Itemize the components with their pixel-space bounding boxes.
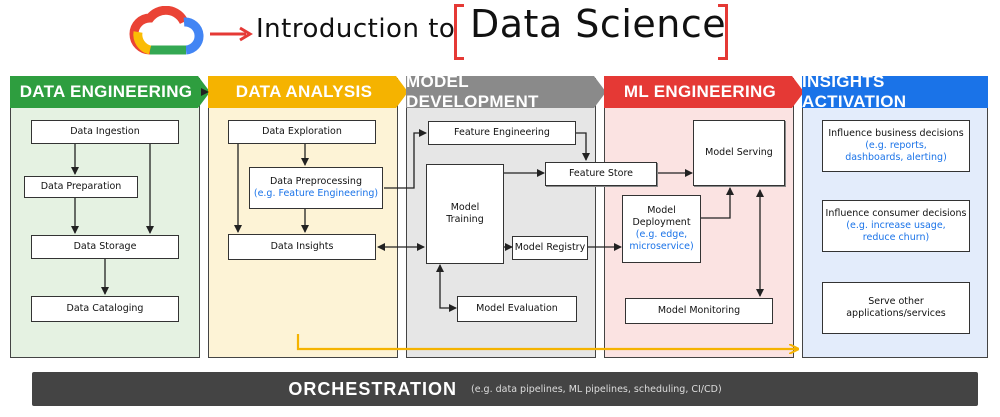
- box-model-registry: Model Registry: [512, 236, 588, 260]
- box-data-exploration: Data Exploration: [228, 120, 376, 144]
- header-model-development: MODEL DEVELOPMENT: [406, 76, 606, 108]
- title-prefix: Introduction to: [256, 14, 456, 44]
- box-model-training: Model Training: [426, 164, 504, 264]
- box-model-serving: Model Serving: [693, 120, 785, 186]
- box-data-insights: Data Insights: [228, 234, 376, 260]
- box-model-deployment: Model Deployment (e.g. edge, microservic…: [622, 195, 701, 263]
- header-ml-engineering: ML ENGINEERING: [604, 76, 804, 108]
- google-cloud-logo-icon: [129, 6, 204, 55]
- box-influence-business: Influence business decisions (e.g. repor…: [822, 120, 970, 172]
- preprocessing-note: (e.g. Feature Engineering): [253, 188, 379, 199]
- box-data-cataloging: Data Cataloging: [31, 296, 179, 322]
- title-arrow-icon: [210, 26, 253, 42]
- orchestration-note: (e.g. data pipelines, ML pipelines, sche…: [470, 383, 722, 395]
- title-emphasis: Data Science: [470, 2, 727, 46]
- box-feature-engineering: Feature Engineering: [428, 121, 576, 145]
- box-data-ingestion: Data Ingestion: [31, 120, 179, 144]
- box-model-evaluation: Model Evaluation: [457, 296, 577, 322]
- box-influence-consumer: Influence consumer decisions (e.g. incre…: [822, 200, 970, 252]
- header-insights-activation: INSIGHTS ACTIVATION: [802, 72, 988, 111]
- title-bracket-left: [454, 4, 464, 60]
- orchestration-label: ORCHESTRATION: [288, 378, 457, 399]
- box-data-preparation: Data Preparation: [24, 176, 138, 198]
- box-data-storage: Data Storage: [31, 235, 179, 259]
- box-feature-store: Feature Store: [545, 162, 657, 186]
- box-serve-other: Serve other applications/services: [822, 282, 970, 334]
- header-data-analysis: DATA ANALYSIS: [208, 76, 408, 108]
- box-model-monitoring: Model Monitoring: [625, 298, 773, 324]
- title-bracket-right: [718, 4, 728, 60]
- box-data-preprocessing: Data Preprocessing (e.g. Feature Enginee…: [249, 167, 383, 209]
- header-data-engineering: DATA ENGINEERING: [10, 76, 210, 108]
- title-area: Introduction to Data Science: [0, 0, 1000, 68]
- orchestration-bar: ORCHESTRATION (e.g. data pipelines, ML p…: [32, 372, 978, 406]
